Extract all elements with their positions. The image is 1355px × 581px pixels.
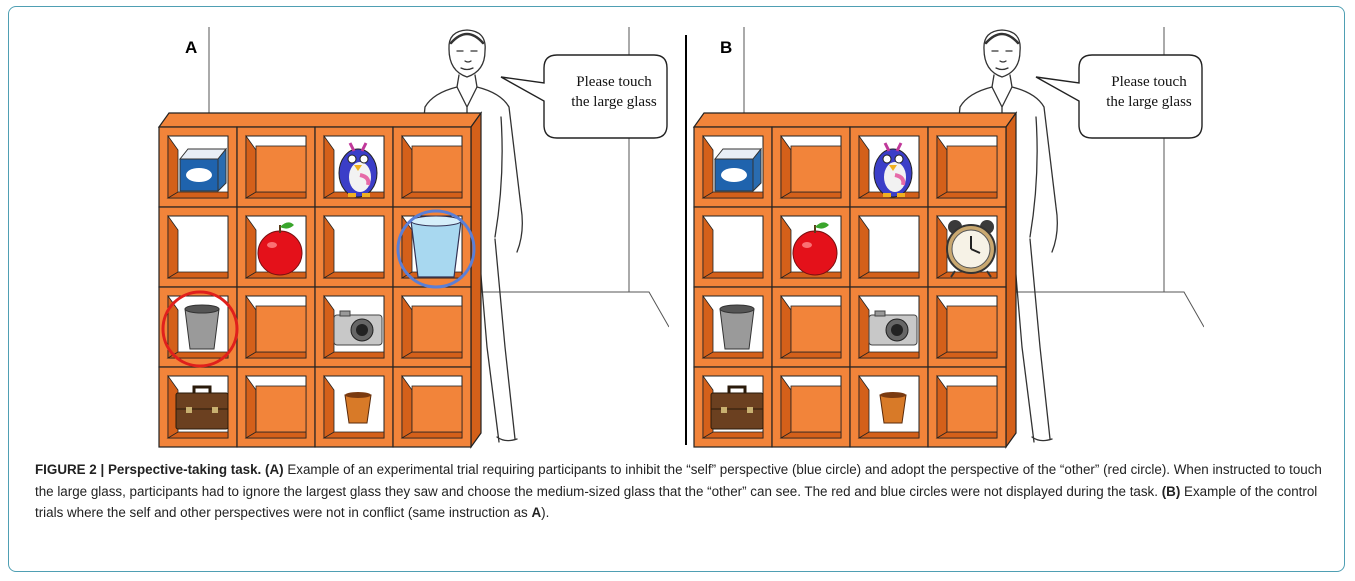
camera-icon bbox=[334, 311, 382, 345]
panel-a: A Please touch the large glass bbox=[149, 27, 669, 452]
tissue-box-icon bbox=[180, 149, 226, 191]
occluder-back-panel bbox=[947, 306, 997, 352]
panel-a-label: A bbox=[185, 38, 197, 58]
occluder-back-panel bbox=[412, 146, 462, 192]
caption-part-b-label: (B) bbox=[1162, 484, 1181, 499]
speech-line-1: Please touch bbox=[1084, 72, 1214, 92]
occluder-back-panel bbox=[256, 146, 306, 192]
camera-icon bbox=[869, 311, 917, 345]
occluder-back-panel bbox=[947, 386, 997, 432]
speech-line-2: the large glass bbox=[1084, 92, 1214, 112]
tissue-box-icon bbox=[715, 149, 761, 191]
small-glass-icon bbox=[880, 392, 906, 423]
caption-figure-label: FIGURE 2 | Perspective-taking task. bbox=[35, 462, 261, 477]
occluder-back-panel bbox=[256, 386, 306, 432]
medium-glass-icon bbox=[720, 305, 754, 349]
speech-line-1: Please touch bbox=[549, 72, 679, 92]
caption-part-b-ref: A bbox=[531, 505, 541, 520]
occluder-back-panel bbox=[256, 306, 306, 352]
occluder-back-panel bbox=[791, 386, 841, 432]
occluder-back-panel bbox=[412, 306, 462, 352]
panel-b: B Please touch the large glass bbox=[684, 27, 1204, 452]
briefcase-icon bbox=[176, 387, 228, 429]
medium-glass-icon bbox=[185, 305, 219, 349]
occluder-back-panel bbox=[947, 146, 997, 192]
speech-line-2: the large glass bbox=[549, 92, 679, 112]
briefcase-icon bbox=[711, 387, 763, 429]
caption-part-b-end: ). bbox=[541, 505, 549, 520]
occluder-back-panel bbox=[791, 306, 841, 352]
small-glass-icon bbox=[345, 392, 371, 423]
occluder-back-panel bbox=[791, 146, 841, 192]
figure-caption: FIGURE 2 | Perspective-taking task. (A) … bbox=[35, 459, 1331, 524]
occluder-back-panel bbox=[412, 386, 462, 432]
speech-bubble-text: Please touch the large glass bbox=[549, 72, 679, 112]
large-glass-icon bbox=[411, 216, 461, 277]
speech-bubble-text: Please touch the large glass bbox=[1084, 72, 1214, 112]
caption-part-a-label: (A) bbox=[265, 462, 284, 477]
panel-b-label: B bbox=[720, 38, 732, 58]
figure-container: A Please touch the large glass B Please … bbox=[8, 6, 1345, 572]
